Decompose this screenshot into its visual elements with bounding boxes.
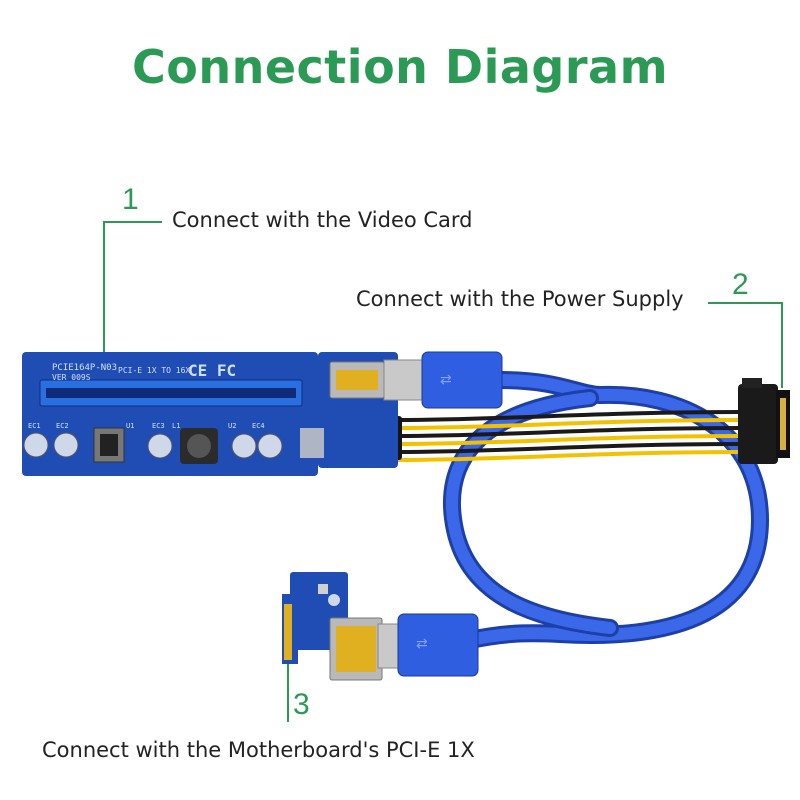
riser-pcb: PCIE164P-N03 VER 009S PCI-E 1X TO 16X CE…	[22, 352, 398, 476]
page-title: Connection Diagram	[131, 40, 669, 94]
board-label-l1: L1	[172, 422, 180, 430]
callout-label-video-card: Connect with the Video Card	[172, 208, 473, 232]
board-label-u1: U1	[126, 422, 134, 430]
callout-label-motherboard: Connect with the Motherboard's PCI-E 1X	[42, 738, 475, 762]
sata-power-connector	[738, 378, 790, 464]
leader-line-2	[708, 302, 783, 388]
callout-label-power-supply: Connect with the Power Supply	[356, 287, 684, 311]
usb-plug-adapter: ⇄	[377, 613, 479, 677]
board-marks-text: CE FC	[188, 361, 236, 380]
board-label-ec3: EC3	[152, 422, 165, 430]
board-label-ec2: EC2	[56, 422, 69, 430]
board-label-u2: U2	[228, 422, 236, 430]
usb-plug-riser: ⇄	[383, 351, 503, 409]
board-label-ec1: EC1	[28, 422, 41, 430]
board-version-text: VER 009S	[52, 373, 91, 382]
callout-number-3: 3	[293, 688, 310, 721]
board-spec-text: PCI-E 1X TO 16X	[118, 366, 190, 375]
leader-line-1	[103, 221, 162, 380]
callout-number-2: 2	[732, 268, 749, 301]
power-wires	[397, 410, 741, 462]
board-model-text: PCIE164P-N03	[52, 363, 117, 373]
callout-number-1: 1	[122, 183, 139, 216]
svg-text:⇄: ⇄	[440, 372, 452, 388]
pcie-x1-adapter	[282, 572, 383, 681]
board-label-ec4: EC4	[252, 422, 265, 430]
pcie-x1-gold-fingers	[284, 604, 292, 660]
svg-text:⇄: ⇄	[416, 636, 428, 652]
